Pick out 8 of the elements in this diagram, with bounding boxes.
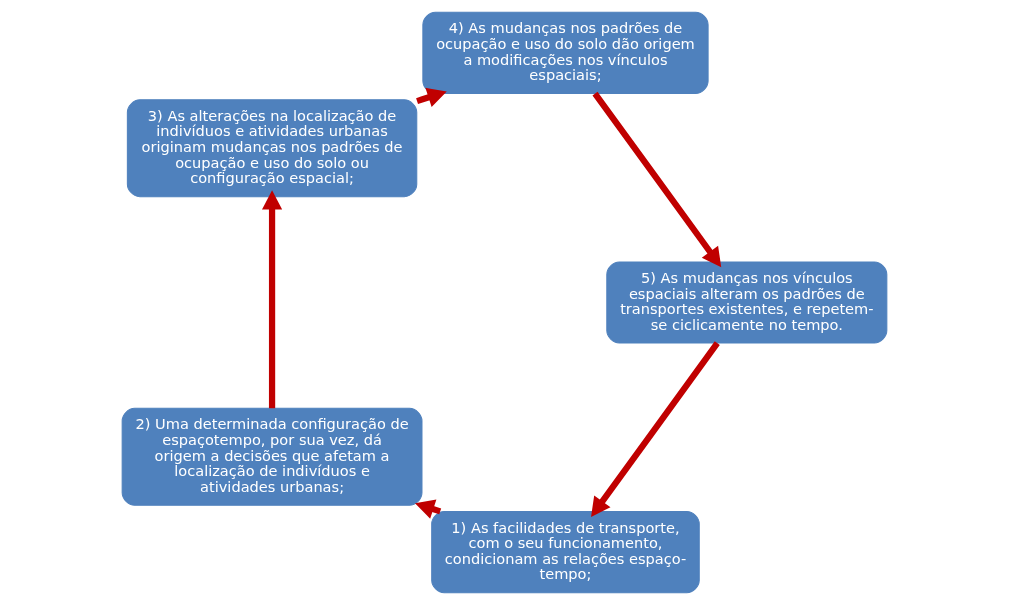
node-box: 1) As facilidades de transporte, com o seu funcionamento, condicionam as relações espaço-tempo; [431, 511, 700, 594]
node-box: 4) As mudanças nos padrões de ocupação e uso do solo dão origem a modificações nos vínculos espaciais; [422, 11, 709, 94]
node-box: 3) As alterações na localização de indivíduos e atividades urbanas originam mudanças nos padrões de ocupação e uso do solo ou configuração espacial; [126, 99, 418, 198]
arrow [591, 341, 720, 517]
node-box: 2) Uma determinada configuração de espaçotempo, por sua vez, dá origem a decisões que afetam a localização de indivíduos e atividades urbanas; [121, 407, 423, 506]
arrow [592, 91, 722, 268]
node-box: 5) As mudanças nos vínculos espaciais alteram os padrões de transportes existentes, e repetem-se ciclicamente no tempo. [606, 261, 888, 344]
arrow [261, 190, 283, 409]
